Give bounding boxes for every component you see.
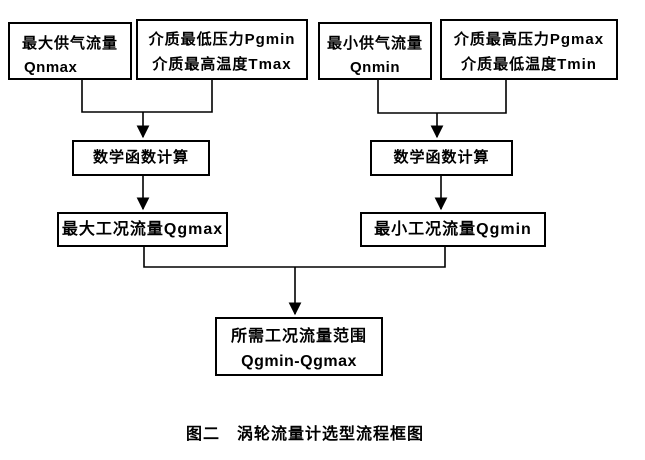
node-label: 最小工况流量Qgmin	[374, 221, 532, 238]
node-label: 最小供气流量	[326, 35, 423, 52]
node-label: 数学函数计算	[92, 149, 189, 166]
node-qgmax: 最大工况流量Qgmax	[57, 212, 228, 247]
node-media-min-pressure-max-temp: 介质最低压力Pgmin 介质最高温度Tmax	[136, 19, 308, 80]
node-label: 介质最低压力Pgmin	[148, 31, 296, 48]
node-label: Qgmin-Qgmax	[241, 353, 357, 370]
node-label: 所需工况流量范围	[230, 328, 367, 345]
node-math-calc-left: 数学函数计算	[72, 140, 210, 176]
node-media-max-pressure-min-temp: 介质最高压力Pgmax 介质最低温度Tmin	[440, 19, 618, 80]
node-qgmin: 最小工况流量Qgmin	[360, 212, 546, 247]
node-label: 介质最高温度Tmax	[152, 56, 292, 73]
node-label: 介质最低温度Tmin	[461, 56, 597, 73]
figure-caption: 图二 涡轮流量计选型流程框图	[185, 426, 424, 443]
node-label: Qnmax	[24, 59, 78, 76]
node-label: 数学函数计算	[393, 149, 490, 166]
bottom-merge-connector	[143, 247, 446, 268]
node-min-supply-flow: 最小供气流量 Qnmin	[318, 22, 432, 80]
node-label: Qnmin	[350, 59, 400, 76]
node-label: 最大工况流量Qgmax	[61, 221, 224, 238]
node-math-calc-right: 数学函数计算	[370, 140, 513, 176]
right-merge-connector	[377, 80, 507, 114]
node-required-flow-range: 所需工况流量范围 Qgmin-Qgmax	[215, 317, 383, 376]
left-merge-connector	[81, 80, 213, 113]
node-label: 介质最高压力Pgmax	[453, 31, 605, 48]
node-label: 最大供气流量	[21, 35, 118, 52]
node-max-supply-flow: 最大供气流量 Qnmax	[8, 22, 132, 80]
